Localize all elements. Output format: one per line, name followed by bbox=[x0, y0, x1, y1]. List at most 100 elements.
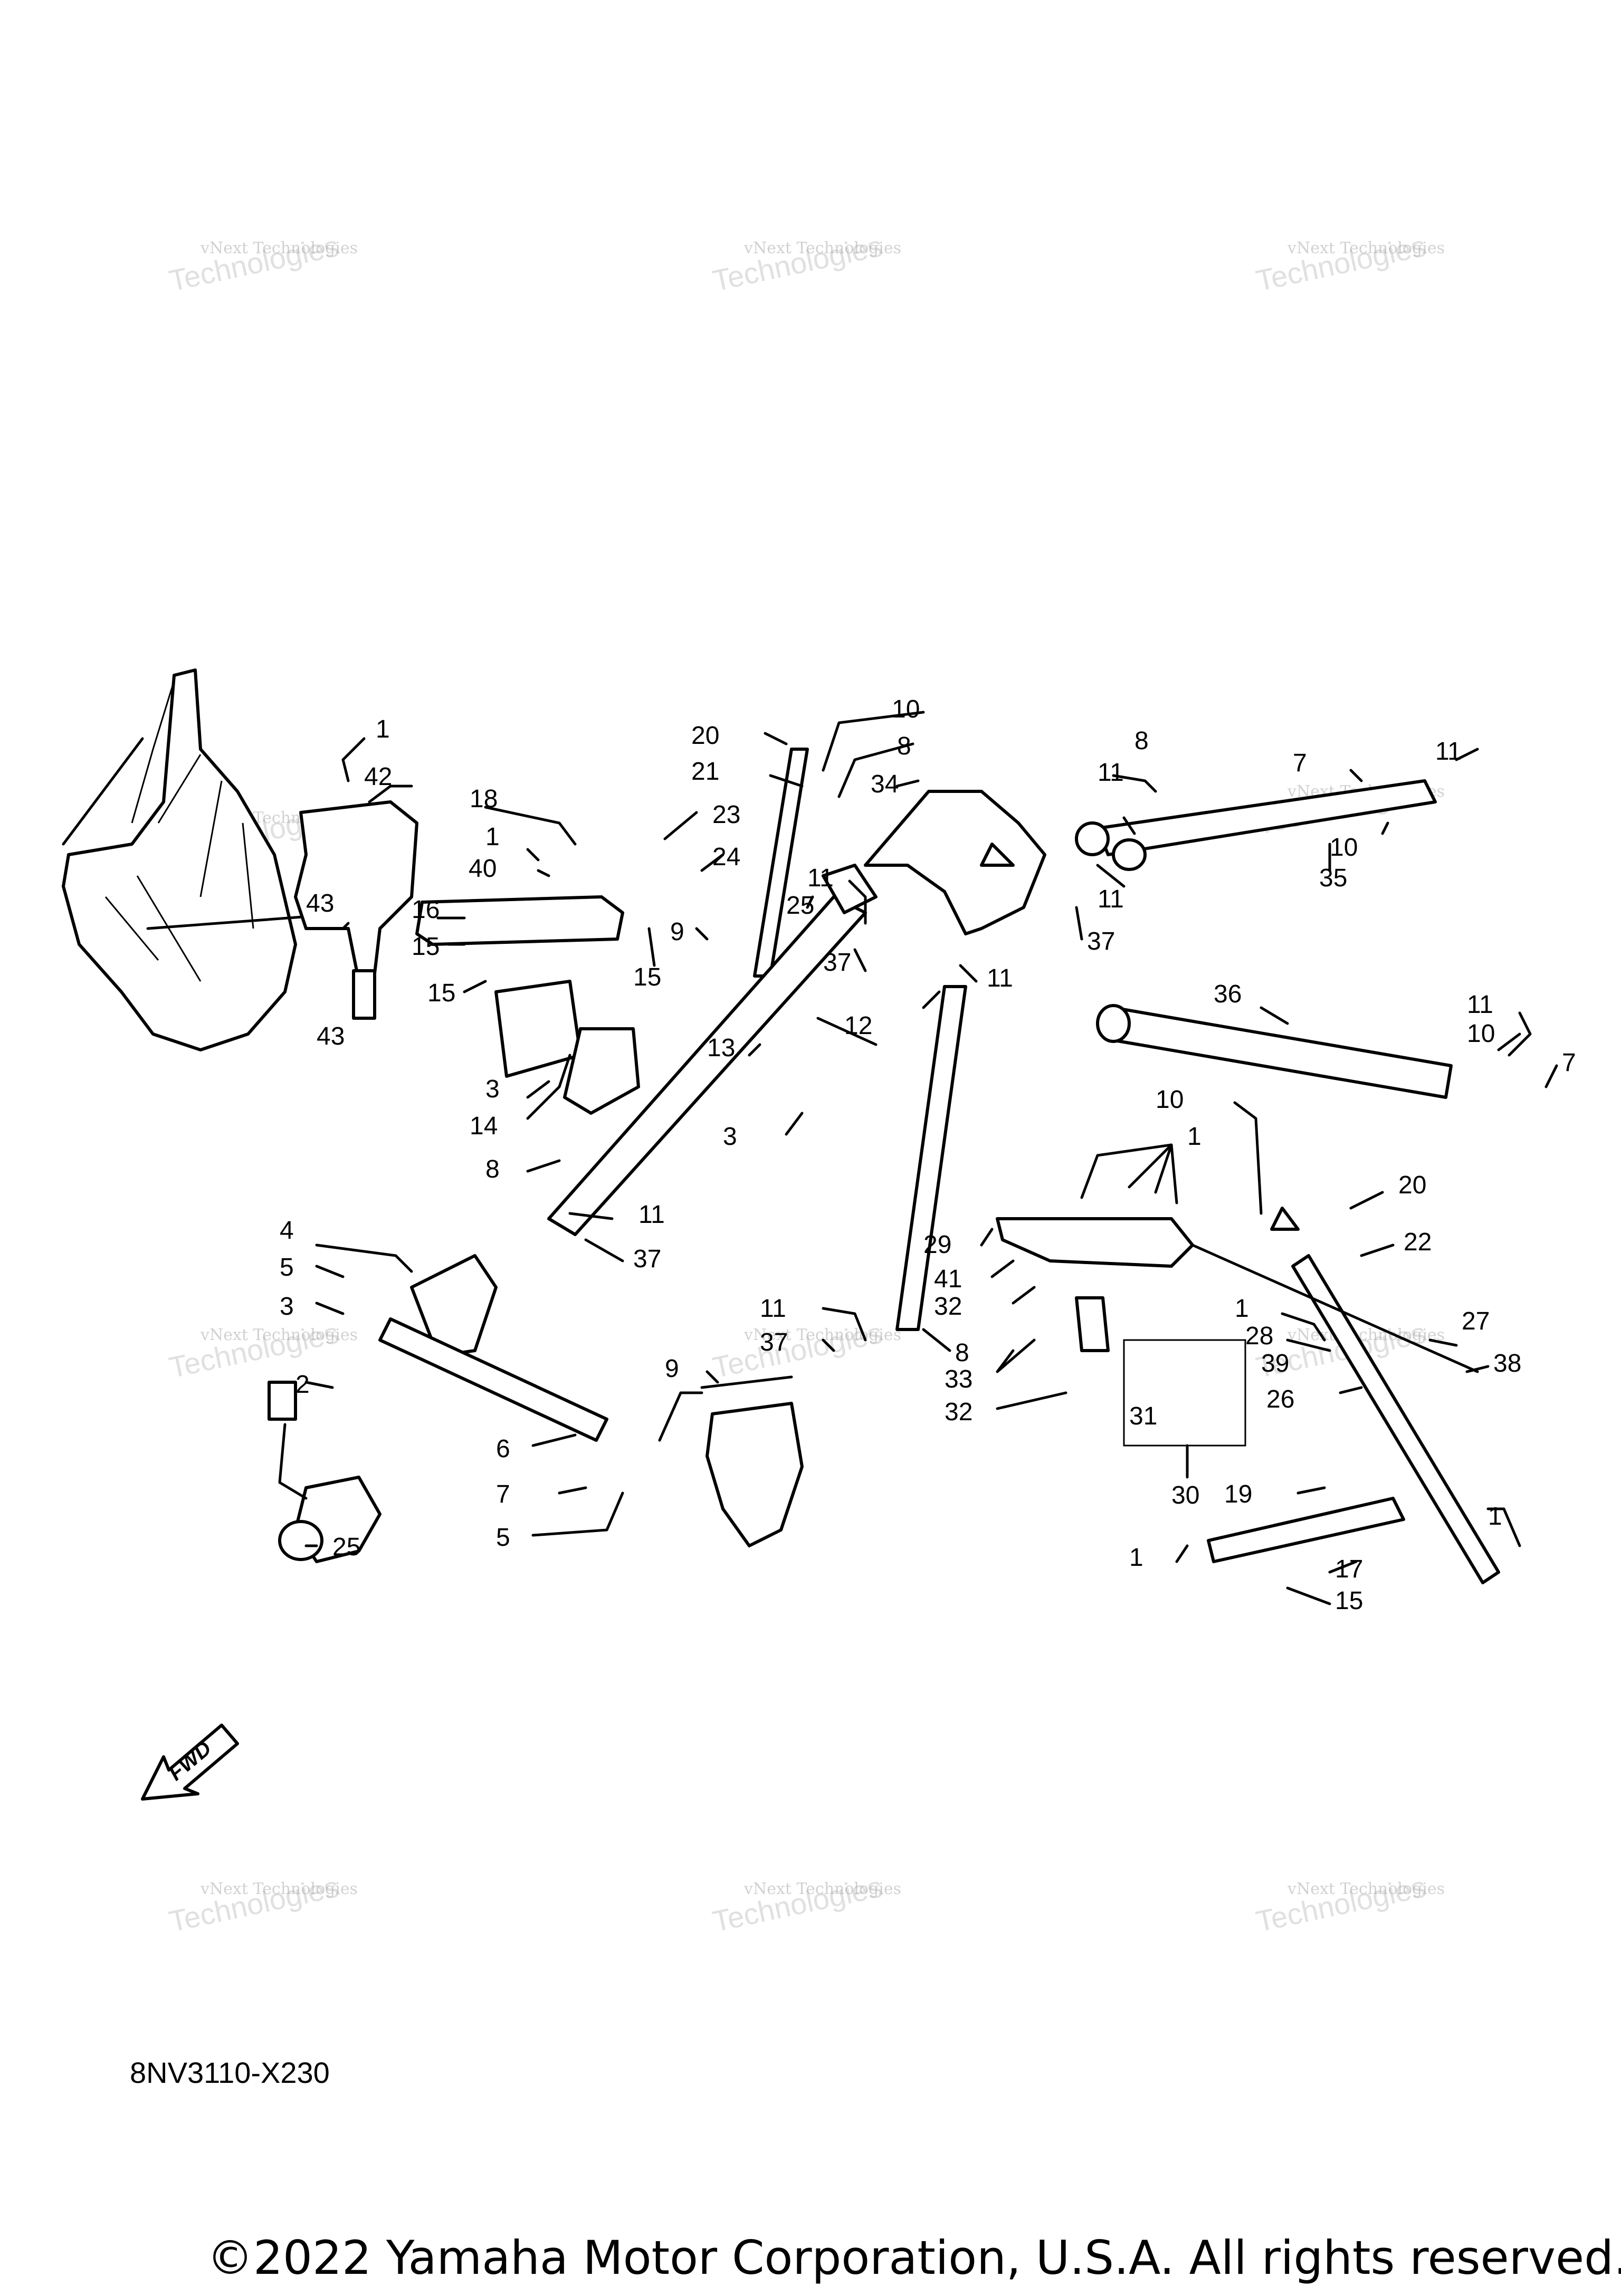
direction-marker bbox=[1270, 1207, 1300, 1231]
callout-number: 38 bbox=[1493, 1350, 1521, 1377]
callout-number: 34 bbox=[871, 770, 899, 798]
callout-number: 13 bbox=[707, 1034, 735, 1062]
callout-number: 12 bbox=[844, 1012, 872, 1040]
callout-number: 33 bbox=[945, 1365, 972, 1393]
callout-number: 19 bbox=[1224, 1480, 1252, 1508]
callout-number: 23 bbox=[712, 801, 740, 829]
callout-number: 41 bbox=[934, 1265, 962, 1293]
crossbar-part bbox=[415, 895, 624, 946]
callout-number: 39 bbox=[1261, 1350, 1289, 1377]
callout-number: 36 bbox=[1214, 980, 1242, 1008]
diagram-code: 8NV3110-X230 bbox=[130, 2056, 330, 2089]
callout-number: 30 bbox=[1171, 1481, 1199, 1509]
callout-number: 7 bbox=[496, 1480, 510, 1508]
watermark-text: vNext Technologies bbox=[200, 1880, 358, 1898]
watermark-text: vNext Technologies bbox=[200, 239, 358, 257]
tube-36-part bbox=[1107, 1006, 1453, 1099]
callout-number: 1 bbox=[1488, 1503, 1502, 1530]
callout-number: 10 bbox=[892, 695, 920, 723]
leader-lines bbox=[304, 711, 1558, 1605]
dash-panel-part bbox=[62, 668, 297, 1051]
watermark-text: vNext Technologies bbox=[743, 1326, 901, 1344]
fwd-direction-icon: FWD bbox=[141, 1724, 239, 1801]
callout-number: 35 bbox=[1319, 864, 1347, 892]
callout-number: 16 bbox=[412, 896, 440, 924]
direction-marker bbox=[980, 843, 1015, 867]
bar-17-part bbox=[1207, 1497, 1405, 1563]
frame-mount-part bbox=[705, 1402, 804, 1547]
callout-number: 11 bbox=[1098, 885, 1124, 913]
callout-number: 21 bbox=[691, 758, 719, 786]
copyright-notice: ©2022 Yamaha Motor Corporation, U.S.A. A… bbox=[207, 2231, 1621, 2285]
callout-number: 9 bbox=[670, 918, 684, 946]
callout-number: 42 bbox=[364, 763, 392, 791]
callout-number: 37 bbox=[1087, 927, 1115, 955]
lower-bar-part bbox=[378, 1317, 608, 1442]
callout-number: 20 bbox=[1398, 1171, 1426, 1199]
column-housing-part bbox=[864, 790, 1046, 935]
callout-number: 37 bbox=[633, 1245, 661, 1273]
callout-number: 43 bbox=[306, 889, 334, 917]
vertical-tube-part bbox=[895, 985, 967, 1331]
brace-22-part bbox=[1291, 1254, 1500, 1584]
callout-number: 11 bbox=[807, 864, 834, 892]
callout-number: 25 bbox=[786, 892, 814, 920]
callout-number: 1 bbox=[485, 823, 500, 851]
callout-number: 31 bbox=[1129, 1402, 1157, 1430]
callout-number: 8 bbox=[897, 732, 911, 760]
callout-number: 11 bbox=[1467, 991, 1493, 1019]
callout-number: 24 bbox=[712, 843, 740, 871]
callout-number: 1 bbox=[1235, 1295, 1249, 1323]
callout-number: 3 bbox=[485, 1075, 500, 1103]
watermark-text: vNext Technologies bbox=[200, 1326, 358, 1344]
callout-number: 29 bbox=[923, 1231, 951, 1259]
callout-number: 11 bbox=[1435, 738, 1462, 766]
callout-number: 32 bbox=[945, 1398, 972, 1426]
watermark-group: vNext Technologies Technologies vNext Te… bbox=[166, 229, 1445, 1938]
callout-number: 11 bbox=[638, 1201, 665, 1229]
callout-number: 37 bbox=[823, 949, 851, 977]
callout-number: 1 bbox=[1187, 1123, 1202, 1151]
callout-number: 11 bbox=[987, 964, 1013, 992]
callout-number: 22 bbox=[1404, 1228, 1432, 1256]
watermark-text: vNext Technologies bbox=[743, 239, 901, 257]
parts-drawing bbox=[62, 668, 1500, 1584]
callout-number: 1 bbox=[376, 715, 390, 743]
callout-number: 3 bbox=[723, 1123, 737, 1151]
callout-number: 8 bbox=[955, 1339, 969, 1367]
callout-number: 32 bbox=[934, 1293, 962, 1321]
callout-number: 11 bbox=[760, 1295, 786, 1323]
upper-tube-part bbox=[1096, 779, 1437, 856]
watermark-text: vNext Technologies bbox=[743, 1880, 901, 1898]
callout-number: 3 bbox=[280, 1293, 294, 1321]
callout-number: 8 bbox=[485, 1155, 500, 1183]
callout-number: 9 bbox=[665, 1355, 679, 1383]
watermark-text: vNext Technologies bbox=[1287, 1880, 1445, 1898]
callout-number: 4 bbox=[280, 1217, 294, 1245]
callout-number: 15 bbox=[427, 979, 455, 1007]
callout-number: 14 bbox=[470, 1112, 498, 1140]
watermark-text: vNext Technologies bbox=[1287, 239, 1445, 257]
callout-number: 5 bbox=[496, 1524, 510, 1552]
callout-number: 18 bbox=[470, 785, 498, 813]
callout-number: 7 bbox=[1562, 1049, 1576, 1077]
callout-number: 2 bbox=[295, 1371, 310, 1399]
callout-number: 10 bbox=[1467, 1020, 1495, 1048]
callout-number: 37 bbox=[760, 1328, 788, 1356]
callout-number: 15 bbox=[633, 963, 661, 991]
callout-number: 20 bbox=[691, 722, 719, 750]
crossmember-29-part bbox=[996, 1217, 1194, 1268]
callout-number: 40 bbox=[469, 855, 497, 883]
callout-number: 15 bbox=[412, 933, 440, 961]
callout-number: 1 bbox=[1129, 1544, 1143, 1572]
callout-number: 15 bbox=[1335, 1587, 1363, 1615]
callout-number: 25 bbox=[332, 1533, 360, 1561]
callout-number: 27 bbox=[1462, 1307, 1490, 1335]
callout-number: 11 bbox=[1098, 759, 1124, 787]
callout-labels: 1 42 43 43 18 1 40 16 15 15 15 9 23 24 2… bbox=[280, 695, 1576, 1615]
callout-number: 28 bbox=[1245, 1322, 1273, 1350]
callout-number: 5 bbox=[280, 1254, 294, 1281]
callout-number: 17 bbox=[1335, 1555, 1363, 1583]
callout-number: 10 bbox=[1330, 834, 1358, 862]
